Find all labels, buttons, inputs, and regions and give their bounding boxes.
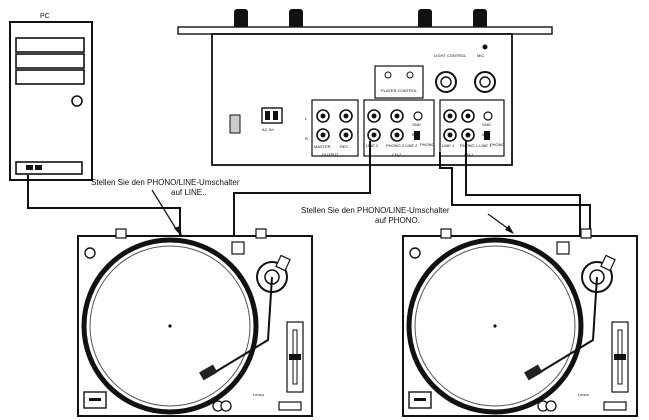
power-knob-icon (84, 247, 96, 259)
cable-ch2-to-left-turntable (233, 141, 371, 242)
note-left-line2: auf LINE.. (171, 188, 207, 197)
annotation-right: Stellen Sie den PHONO/LINE-Umschalter au… (301, 206, 450, 225)
ch1-line1-label: LINE 1 (442, 143, 455, 148)
pc-label: PC (40, 13, 50, 20)
pc-tower: PC (9, 13, 93, 181)
ch2-label: CH-2 (392, 152, 402, 157)
ch2-gnd-label: GND (412, 122, 421, 127)
ch1-phono1-label: PHONO 1 LINE 1 (460, 143, 492, 148)
right-brand-label: Lenco (578, 392, 590, 397)
pitch-slider-icon (289, 354, 301, 360)
cable-ch1-signal-to-right-turntable (439, 152, 591, 236)
arrow-head-icon (505, 225, 514, 234)
master-label: MASTER (314, 144, 331, 149)
light-control-label: LIGHT CONTROL (434, 53, 467, 58)
ch1-gnd-label: GND (482, 122, 491, 127)
output-l-label: L (305, 116, 308, 121)
ch2-phono2-label: PHONO 2 LINE 2 (386, 143, 418, 148)
mixer-rear-panel: AC IN~ PLAYER CONTROL LIGHT CONTROL MIC … (177, 9, 553, 166)
ch2-phono-label: PHONO (420, 142, 435, 147)
rec-label: REC (340, 144, 349, 149)
audio-out-port-icon (35, 165, 42, 170)
knob-icon (473, 9, 487, 29)
note-right-line2: auf PHONO. (375, 216, 420, 225)
ch1-phono-label: PHONO (490, 142, 505, 147)
turntable-left: Lenco (77, 228, 313, 417)
output-r-label: R (305, 136, 308, 141)
pitch-slider-icon (614, 354, 626, 360)
phono-line-switch-icon (414, 131, 420, 140)
output-label: OUTPUT (322, 152, 339, 157)
player-control-label: PLAYER CONTROL (381, 88, 418, 93)
power-button-icon (71, 95, 83, 107)
headshell-icon (524, 364, 543, 381)
arrow-head-icon (174, 226, 182, 237)
pointer-arrows (151, 189, 514, 237)
knob-icon (289, 9, 303, 29)
cable-pc-to-left-turntable (27, 175, 181, 238)
gnd-screw-icon (483, 111, 493, 121)
ac-in-label: AC IN~ (262, 127, 276, 132)
turntable-right: Lenco (402, 228, 638, 417)
knob-icon (418, 9, 432, 29)
annotation-left: Stellen Sie den PHONO/LINE-Umschalter au… (91, 178, 240, 197)
ch1-in-label: IN (482, 132, 486, 137)
headshell-icon (199, 364, 218, 381)
phono-line-switch-icon (484, 131, 490, 140)
ch2-line2-label: LINE 2 (366, 143, 379, 148)
power-knob-icon (409, 247, 421, 259)
ch1-label: CH-1 (464, 152, 474, 157)
cable-ch1-to-right-turntable (465, 141, 581, 236)
note-right-line1: Stellen Sie den PHONO/LINE-Umschalter (301, 206, 450, 215)
mic-label: MIC (477, 53, 484, 58)
gnd-screw-icon (413, 111, 423, 121)
left-brand-label: Lenco (253, 392, 265, 397)
audio-out-port-icon (26, 165, 33, 170)
cables (27, 141, 591, 242)
ch2-in-label: IN (412, 132, 416, 137)
knob-icon (234, 9, 248, 29)
note-left-line1: Stellen Sie den PHONO/LINE-Umschalter (91, 178, 240, 187)
